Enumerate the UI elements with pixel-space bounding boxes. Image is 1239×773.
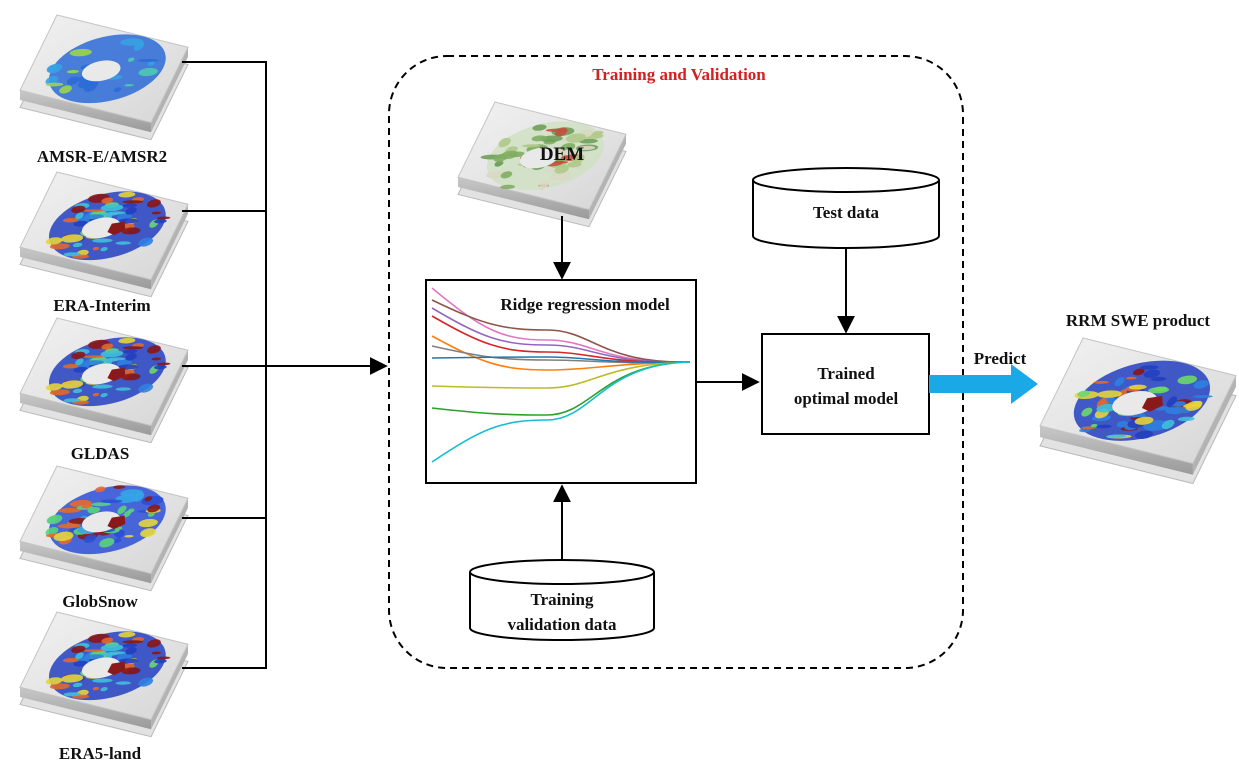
training-data-cylinder (469, 559, 655, 641)
input-map-globsnow (19, 465, 189, 592)
ridge-trace-line (431, 356, 691, 364)
input-map-amsr (19, 14, 189, 141)
dem-map (457, 101, 627, 228)
training-data-label-line1: Training (531, 590, 594, 609)
ridge-trace-line (431, 361, 691, 463)
test-data-label: Test data (813, 203, 879, 222)
ridge-model-label: Ridge regression model (500, 295, 670, 314)
input-label-era-interim: ERA-Interim (53, 296, 150, 315)
training-validation-title: Training and Validation (592, 65, 766, 84)
input-map-gldas (19, 317, 189, 444)
ridge-trace-line (431, 361, 691, 389)
training-validation-container (388, 55, 964, 669)
trained-model-box (761, 333, 930, 435)
ridge-trace-line (431, 315, 691, 364)
ridge-trace-plot (431, 287, 691, 463)
ridge-model-box (425, 279, 697, 484)
input-map-era5-land (19, 611, 189, 738)
ridge-trace-line (431, 335, 691, 371)
ridge-trace-line (431, 307, 691, 363)
input-map-era-interim (19, 171, 189, 298)
training-data-label-line2: validation data (507, 615, 617, 634)
input-label-globsnow: GlobSnow (62, 592, 138, 611)
predict-arrow (929, 364, 1038, 404)
trained-model-label-line2: optimal model (794, 389, 899, 408)
test-data-cylinder (752, 167, 940, 249)
predict-label: Predict (974, 349, 1027, 368)
output-map (1039, 337, 1237, 485)
input-label-amsr: AMSR-E/AMSR2 (37, 147, 167, 166)
trained-model-label-line1: Trained (817, 364, 875, 383)
dem-label: DEM (540, 144, 584, 165)
ridge-trace-line (431, 287, 691, 363)
input-label-era5-land: ERA5-land (59, 744, 142, 763)
input-label-gldas: GLDAS (71, 444, 130, 463)
product-label: RRM SWE product (1066, 311, 1211, 330)
ridge-trace-line (431, 299, 691, 363)
